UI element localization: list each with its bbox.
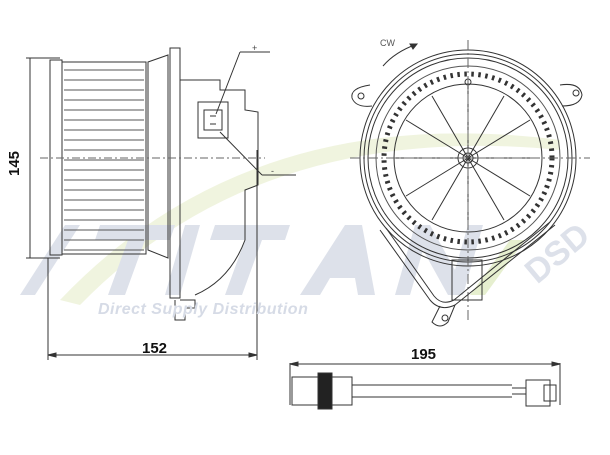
rotation-direction-label: CW bbox=[380, 38, 395, 48]
fan-blades bbox=[64, 69, 144, 251]
watermark-titan bbox=[20, 225, 525, 295]
dimension-width-label: 152 bbox=[142, 340, 168, 357]
front-view bbox=[350, 40, 590, 327]
watermark-tagline: Direct Supply Distribution bbox=[98, 301, 309, 318]
watermark-dsd: DSD bbox=[518, 216, 597, 291]
cable-view bbox=[289, 361, 561, 410]
positive-terminal-label: + bbox=[252, 43, 258, 53]
svg-text:DSD: DSD bbox=[518, 216, 597, 291]
dimension-height-label: 145 bbox=[6, 150, 23, 176]
watermark-swoosh bbox=[60, 133, 560, 305]
negative-terminal-label: - bbox=[271, 166, 274, 176]
side-view bbox=[26, 47, 296, 360]
dimension-cable-length-label: 195 bbox=[411, 346, 437, 363]
